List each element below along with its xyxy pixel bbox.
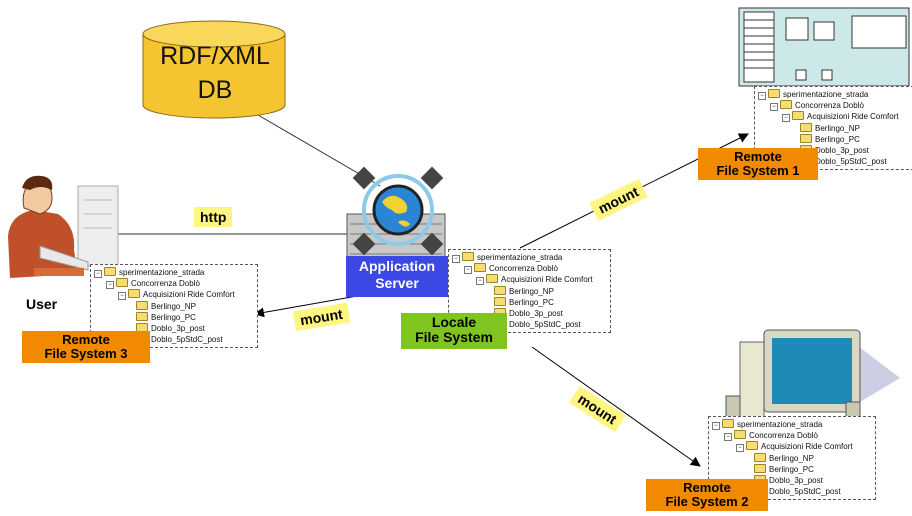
application-server-line1: Application <box>358 258 436 274</box>
tree-folder-root[interactable]: −sperimentazione_strada <box>452 252 607 263</box>
tree-folder-competition[interactable]: −Concorrenza Doblò <box>758 100 910 112</box>
application-server-icon <box>346 166 446 263</box>
remote1-line2: File System 1 <box>716 163 800 178</box>
remote3-line2: File System 3 <box>44 346 128 361</box>
mount-remote2-arrow <box>531 346 701 467</box>
database-cylinder-icon <box>142 20 286 119</box>
remote-datacenter-icon <box>738 7 910 87</box>
remote-pc-icon <box>725 329 900 425</box>
user-label: User <box>26 296 58 312</box>
remote1-line1: Remote <box>734 149 782 164</box>
tree-folder-competition[interactable]: −Concorrenza Doblò <box>712 430 872 442</box>
tree-folder-competition[interactable]: −Concorrenza Doblò <box>452 263 607 275</box>
tree-folder-acquisitions[interactable]: −Acquisizioni Ride Comfort <box>758 111 910 123</box>
tree-folder-berlingo-pc[interactable]: Berlingo_PC <box>712 463 872 475</box>
remote3-line1: Remote <box>62 332 110 347</box>
tree-folder-berlingo-pc[interactable]: Berlingo_PC <box>94 311 254 323</box>
local-file-system-line2: File System <box>415 329 493 345</box>
tree-folder-acquisitions[interactable]: −Acquisizioni Ride Comfort <box>452 274 607 286</box>
tree-folder-berlingo-np[interactable]: Berlingo_NP <box>94 300 254 312</box>
tree-folder-berlingo-np[interactable]: Berlingo_NP <box>758 122 910 134</box>
tree-folder-berlingo-np[interactable]: Berlingo_NP <box>452 285 607 297</box>
remote2-line1: Remote <box>683 480 731 495</box>
tree-folder-competition[interactable]: −Concorrenza Doblò <box>94 278 254 290</box>
tree-folder-berlingo-np[interactable]: Berlingo_NP <box>712 452 872 464</box>
tree-folder-acquisitions[interactable]: −Acquisizioni Ride Comfort <box>94 289 254 301</box>
remote-file-system-2-label: Remote File System 2 <box>646 479 768 511</box>
remote-file-system-1-label: Remote File System 1 <box>698 148 818 180</box>
remote2-line2: File System 2 <box>665 494 749 509</box>
remote1-file-tree: −sperimentazione_strada −Concorrenza Dob… <box>754 86 912 171</box>
remote-file-system-3-label: Remote File System 3 <box>22 331 150 363</box>
tree-folder-root[interactable]: −sperimentazione_strada <box>758 89 910 100</box>
local-file-system-label: Locale File System <box>401 313 507 349</box>
user-at-computer-icon <box>8 175 119 278</box>
application-server-label: Application Server <box>346 256 448 297</box>
database-title-line2: DB <box>197 76 233 104</box>
local-file-system-line1: Locale <box>431 314 477 330</box>
tree-folder-acquisitions[interactable]: −Acquisizioni Ride Comfort <box>712 441 872 453</box>
tree-folder-root[interactable]: −sperimentazione_strada <box>94 267 254 278</box>
tree-folder-berlingo-pc[interactable]: Berlingo_PC <box>452 296 607 308</box>
database-title-line1: RDF/XML <box>160 42 270 70</box>
http-label: http <box>194 207 233 227</box>
tree-folder-berlingo-pc[interactable]: Berlingo_PC <box>758 133 910 145</box>
application-server-line2: Server <box>375 275 419 291</box>
tree-folder-root[interactable]: −sperimentazione_strada <box>712 419 872 430</box>
